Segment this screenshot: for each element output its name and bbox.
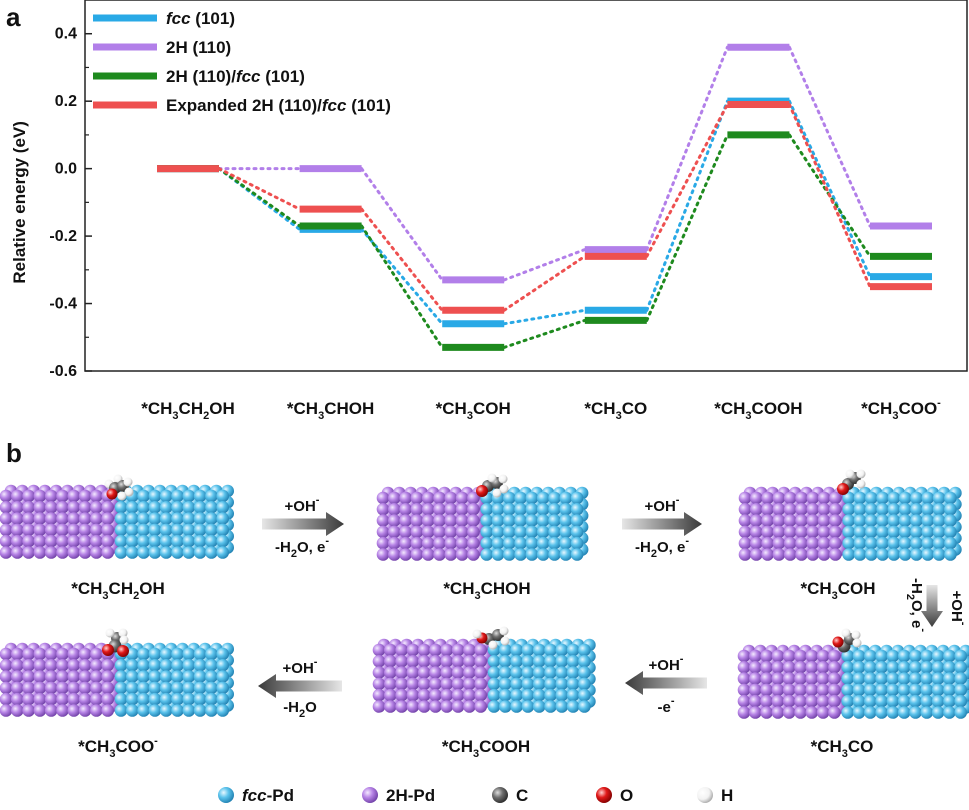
y-tick-label: -0.4 [49,296,77,313]
legend-label: 2H (110)/fcc (101) [166,67,305,86]
connector-line [787,99,872,279]
state-label: *CH3CO [811,737,874,760]
y-axis-label: Relative energy (eV) [10,121,29,284]
atom-legend-swatch [362,787,378,803]
atom-legend-swatch [697,787,713,803]
reaction-arrow [921,585,943,627]
atom-legend-label: 2H-Pd [386,786,435,805]
state-label: *CH3COO- [78,735,158,760]
atom-legend-swatch [218,787,234,803]
category-label: *CH3COH [436,399,511,422]
connector-line [217,167,302,228]
atom-legend-label: C [516,786,528,805]
reaction-arrow [622,512,702,536]
category-label: *CH3CH2OH [141,399,234,422]
connector-line [787,45,872,228]
catalyst-slab [376,486,589,561]
catalyst-slab [738,486,962,561]
connector-line [645,133,729,322]
connector-line [360,167,444,282]
connector-line [645,103,729,258]
state-label: *CH3COH [800,579,875,602]
state-label: *CH3COOH [442,737,530,760]
panel-b-label: b [6,438,22,468]
panel-a-label: a [6,2,21,32]
category-label: *CH3COOH [714,399,802,422]
arrow-product-label: -H2O, e- [904,578,929,632]
connector-line [502,254,587,312]
adsorbate-molecule [476,473,509,498]
catalyst-slab [0,484,234,559]
arrow-reagent-label: +OH- [283,656,318,677]
atom-legend: fcc-Pd 2H-Pd C O H [218,786,733,805]
category-label: *CH3CO [584,399,647,422]
legend-label: 2H (110) [166,38,231,57]
adsorbate-molecule [104,474,134,501]
arrow-reagent-label: +OH- [285,494,320,515]
connector-line [502,308,587,326]
adsorbate-molecule [837,469,866,495]
connector-line [360,207,444,312]
connector-line [502,318,587,349]
reaction-arrow [262,512,344,536]
catalyst-slab [372,638,596,713]
catalyst-slab [737,644,969,719]
catalyst-slab [0,642,234,717]
reaction-arrow [258,674,342,698]
y-tick-label: 0.0 [55,161,77,178]
arrow-product-label: -e- [657,695,674,716]
atom-legend-swatch [596,787,612,803]
legend-label: Expanded 2H (110)/fcc (101) [166,96,391,115]
plot-frame [84,0,968,372]
x-axis-categories: *CH3CH2OH *CH3CHOH *CH3COH *CH3CO *CH3COOH *C… [141,397,941,422]
arrow-reagent-label: +OH- [645,494,680,515]
y-tick-label: 0.2 [55,93,77,110]
connector-lines [217,45,872,349]
y-axis: 0.4 0.2 0.0 -0.2 -0.4 -0.6 [49,26,92,380]
atom-legend-swatch [492,787,508,803]
category-label: *CH3CHOH [287,399,374,422]
energy-levels [157,43,932,351]
arrow-reagent-label: +OH- [649,653,684,674]
category-label: *CH3COO- [861,397,941,422]
reaction-arrow [625,671,707,695]
y-tick-label: -0.2 [49,228,77,245]
legend-label: fcc (101) [166,9,235,28]
arrow-product-label: -H2O, e- [635,535,689,560]
y-tick-label: -0.6 [49,363,77,380]
atom-legend-label: O [620,786,633,805]
legend: fcc (101) 2H (110) 2H (110)/fcc (101) Expan… [93,9,391,115]
adsorbate-molecule [832,628,862,653]
connector-line [360,224,444,349]
reaction-pathway: *CH3CH2OH *CH3CHOH *CH3COH *CH3COOH *CH3CO *C… [0,469,969,760]
state-label: *CH3CH2OH [71,579,164,602]
connector-line [502,248,587,282]
arrow-product-label: -H2O [283,699,317,720]
state-label: *CH3CHOH [443,579,530,602]
connector-line [645,45,729,252]
connector-line [787,103,872,289]
atom-legend-label: H [721,786,733,805]
connector-line [217,167,302,211]
y-tick-label: 0.4 [55,26,77,43]
energy-diagram: 0.4 0.2 0.0 -0.2 -0.4 -0.6 Relative energy (e… [10,0,968,422]
connector-line [645,99,729,312]
adsorbate-molecule [472,626,510,650]
arrow-reagent-label: +OH- [948,591,969,626]
adsorbate-molecule [102,628,129,657]
atom-legend-label: fcc-Pd [242,786,294,805]
arrow-product-label: -H2O, e- [275,535,329,560]
